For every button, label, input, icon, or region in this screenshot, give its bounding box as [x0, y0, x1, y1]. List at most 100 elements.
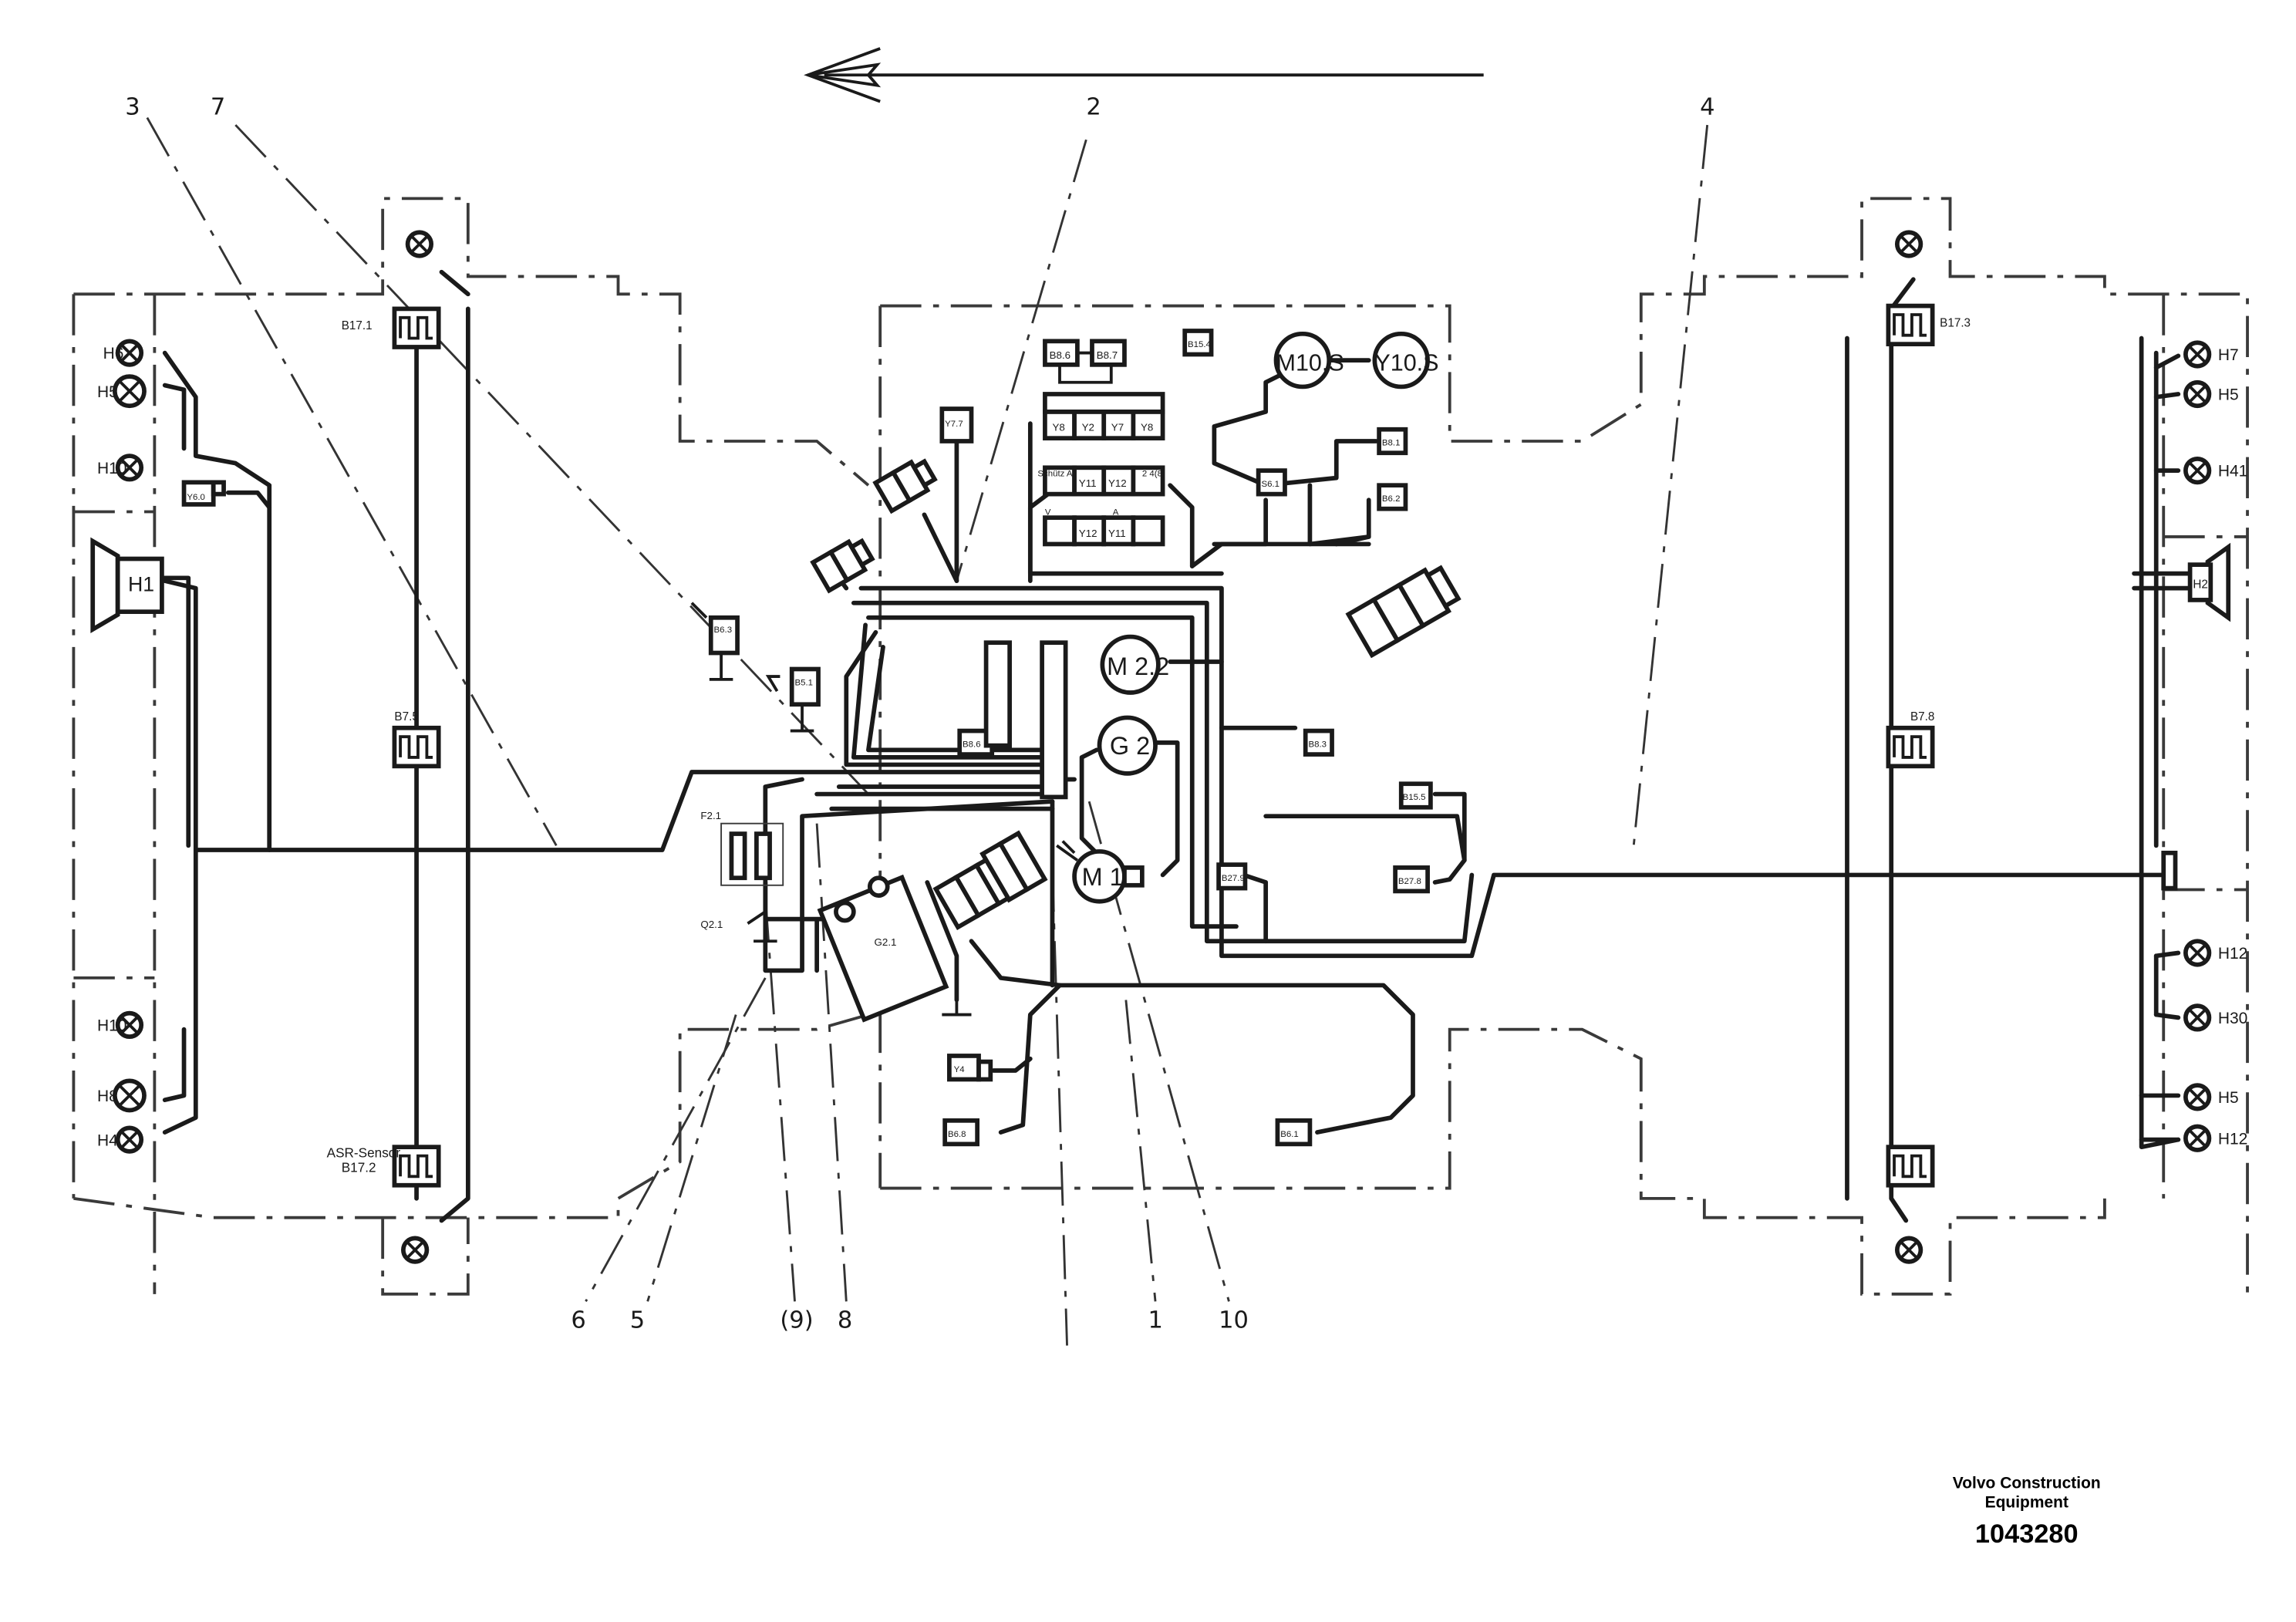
component-labels: Y6.0 B8.6 B8.7 B15.4 Y7.7 Y8 Y2 Y7 Y8 Sc… [187, 340, 1425, 1139]
component-label: B5.1 [795, 678, 814, 687]
lamp-icon [2183, 1083, 2212, 1111]
component-label: Schütz A [1037, 470, 1073, 479]
components [181, 329, 2178, 1147]
lamp-icon [115, 339, 144, 367]
component-label: Y2 [1082, 422, 1094, 433]
sensor-label: B17.2 [342, 1160, 376, 1175]
component-label: A [1113, 508, 1119, 517]
component-label: Y8 [1141, 422, 1153, 433]
component-label: 2 4(8) [1142, 470, 1165, 479]
component-label: B8.3 [1309, 740, 1327, 750]
generator-label: G 2 [1110, 732, 1150, 760]
component-label: Y7.7 [945, 420, 963, 429]
motors [1056, 331, 1430, 904]
lamp-icon [115, 1010, 144, 1040]
component-label: B6.2 [1382, 494, 1401, 504]
callout-5: 5 [630, 1307, 645, 1334]
sensor-icon [1886, 303, 1935, 347]
lamp-label: H12 [2218, 1130, 2247, 1148]
sensor-icon [1886, 1145, 1935, 1188]
sensor-icon [1886, 725, 1935, 769]
sensor-icon [392, 306, 441, 349]
sensor-caption: ASR-Sensor [327, 1145, 401, 1161]
lamp-label: H4 [97, 1131, 118, 1149]
component-label: Y6.0 [187, 493, 205, 502]
callout-1: 1 [1148, 1307, 1162, 1334]
component-label: Y12 [1108, 477, 1127, 489]
vehicle-outline [72, 197, 2249, 1296]
lamp-label: H8 [97, 1088, 118, 1105]
callout-7: 7 [211, 94, 225, 121]
lamp-icon [2183, 1124, 2212, 1152]
motor-label: M 2.2 [1107, 653, 1169, 680]
horn-left [90, 537, 164, 634]
sensor-label: B7.8 [1910, 710, 1934, 723]
footer: Volvo Construction Equipment 1043280 [1953, 1475, 2101, 1549]
direction-arrow [804, 47, 1484, 103]
lamp-icon [401, 1236, 430, 1264]
component-label: B15.5 [1403, 793, 1426, 802]
main-wiring [160, 269, 2196, 1223]
drawing-number: 1043280 [1975, 1519, 2079, 1549]
callout-4: 4 [1700, 94, 1714, 121]
callout-2: 2 [1086, 94, 1101, 121]
callout-10: 10 [1219, 1307, 1249, 1334]
component-label: Y7 [1111, 422, 1124, 433]
lamp-label: H10 [97, 460, 126, 477]
component-label: Y8 [1052, 422, 1064, 433]
callout-6: 6 [571, 1307, 585, 1334]
callout-8: 8 [838, 1307, 852, 1334]
sensor-icon [392, 1145, 441, 1188]
horn-left-label: H1 [128, 572, 154, 595]
callout-9: (9) [780, 1307, 813, 1334]
lamp-label: H6 [103, 345, 124, 363]
sensor-label: B17.3 [1940, 316, 1971, 329]
leader-lines [146, 116, 1709, 1346]
component-label: Y11 [1108, 528, 1126, 539]
left-lamps [112, 230, 434, 1264]
component-label: S6.1 [1261, 480, 1279, 489]
lamp-icon [112, 374, 147, 409]
horn-right [2187, 542, 2231, 622]
component-label: B6.8 [948, 1130, 966, 1139]
lamp-icon [2183, 340, 2212, 369]
lamp-label: H7 [2218, 346, 2239, 364]
component-label: B6.3 [714, 626, 733, 635]
sensor-label: B7.5 [394, 710, 418, 723]
motor-label: Y10.S [1374, 349, 1438, 376]
component-label: B8.6 [963, 740, 981, 750]
lamp-icon [2183, 1003, 2212, 1032]
motor-label: M 1 [1082, 863, 1124, 891]
lamp-label: H10 [97, 1017, 126, 1035]
lamp-label: H5 [2218, 386, 2239, 404]
lamp-label: H30 [2218, 1010, 2247, 1027]
component-label: Y11 [1079, 477, 1097, 489]
component-label: Y4 [954, 1065, 966, 1074]
callout-numbers: 3 7 2 4 6 5 (9) 8 1 10 [125, 94, 1714, 1334]
lamp-icon [2183, 939, 2212, 967]
lamp-icon [1894, 1236, 1923, 1264]
component-label: B27.8 [1398, 877, 1421, 886]
company-name-line1: Volvo Construction [1953, 1475, 2101, 1492]
right-lamps [1894, 230, 2212, 1264]
lamp-label: H41 [2218, 463, 2247, 481]
lamp-label: H5 [2218, 1089, 2239, 1107]
lamp-icon [115, 454, 144, 482]
component-label: B6.1 [1280, 1130, 1299, 1139]
lamp-label: H5 [97, 383, 118, 401]
lamp-icon [115, 1125, 144, 1154]
component-label: B27.9 [1222, 874, 1245, 883]
sensor-icon [392, 725, 441, 769]
component-label: Q2.1 [700, 919, 723, 930]
callout-3: 3 [125, 94, 140, 121]
lamp-icon [2183, 457, 2212, 485]
lamp-icon [112, 1078, 147, 1113]
company-name-line2: Equipment [1985, 1493, 2068, 1511]
component-label: V [1045, 508, 1051, 517]
lamp-icon [405, 230, 434, 258]
component-label: Y12 [1079, 528, 1097, 539]
component-label: F2.1 [700, 810, 721, 821]
component-label: B8.1 [1382, 439, 1401, 448]
component-label: B8.6 [1050, 349, 1070, 361]
